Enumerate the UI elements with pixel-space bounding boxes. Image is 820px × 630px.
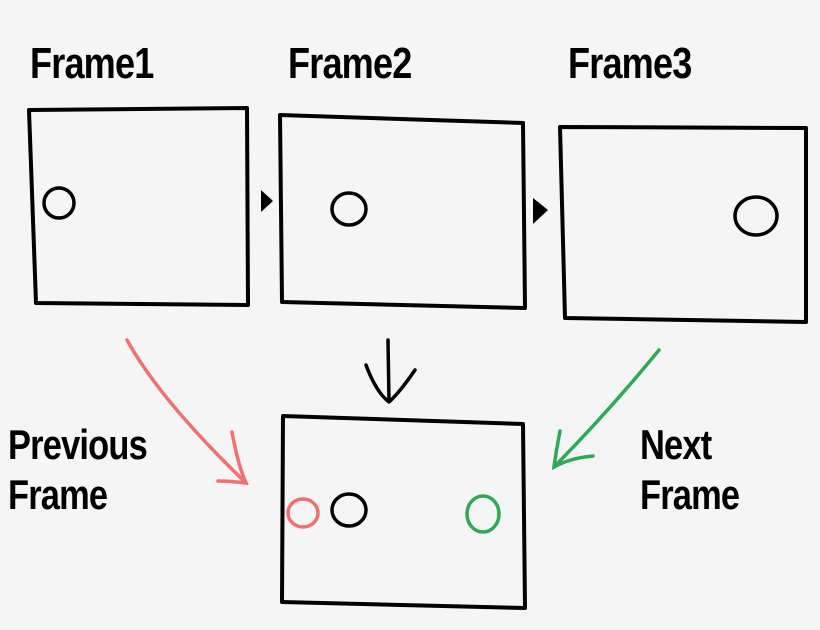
frame2-box — [278, 113, 527, 310]
result-next-circle — [465, 494, 501, 534]
down-arrow-icon — [364, 338, 417, 404]
result-box — [280, 414, 527, 610]
next-arrow-icon — [551, 348, 661, 471]
previous-label-line2: Frame — [8, 471, 108, 518]
frame3-title: Frame3 — [568, 39, 692, 88]
next-frame-label: Next Frame — [640, 420, 740, 520]
frame1-circle — [42, 186, 76, 220]
frame3-circle — [733, 195, 779, 237]
next-label-line1: Next — [640, 421, 712, 468]
frame1-title: Frame1 — [30, 39, 154, 88]
result-current-circle — [330, 492, 368, 528]
previous-frame-label: Previous Frame — [8, 420, 148, 520]
result-previous-circle — [286, 497, 320, 529]
frame1-box — [27, 106, 250, 307]
previous-label-line1: Previous — [8, 421, 148, 468]
frame2-title: Frame2 — [288, 39, 412, 88]
next-label-line2: Frame — [640, 471, 740, 518]
frame3-box — [558, 125, 808, 324]
arrow-right-icon-1 — [261, 190, 273, 212]
frame2-circle — [330, 191, 368, 227]
arrow-right-icon-2 — [533, 198, 548, 224]
previous-arrow-icon — [125, 338, 249, 486]
